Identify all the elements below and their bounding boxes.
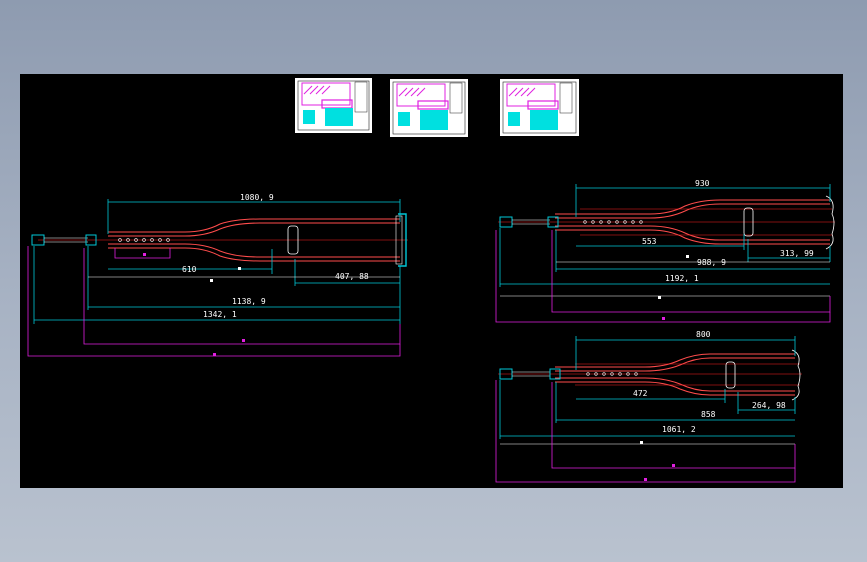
dim-label-right-br: 264, 98 xyxy=(752,401,786,410)
cad-drawing-canvas: 1080, 9 610 407, 88 1138, 9 1342, 1 xyxy=(20,74,843,488)
drawing-thumbnail-3[interactable] xyxy=(500,79,579,136)
dim-label-top-tr: 930 xyxy=(695,179,710,188)
magenta-extents-left xyxy=(27,246,401,357)
dim-label-mid-left: 1138, 9 xyxy=(232,297,266,306)
drawing-thumbnail-2[interactable] xyxy=(390,79,468,137)
dim-label-total-left: 1342, 1 xyxy=(203,310,237,319)
crutch-drawing-top-right xyxy=(498,195,835,250)
dim-label-total-br: 1061, 2 xyxy=(662,425,696,434)
dim-label-top-br: 800 xyxy=(696,330,711,339)
dim-label-472: 472 xyxy=(633,389,648,398)
dim-label-mid-tr: 988, 9 xyxy=(697,258,726,267)
magenta-extents-top-right xyxy=(495,230,831,323)
dimensions-top-right xyxy=(499,184,831,287)
drawing-thumbnail-1[interactable] xyxy=(295,78,372,133)
crutch-drawing-bottom-right xyxy=(498,349,802,401)
dim-label-right-left: 407, 88 xyxy=(335,272,369,281)
dim-label-top-left: 1080, 9 xyxy=(240,193,274,202)
dim-label-right-tr: 313, 99 xyxy=(780,249,814,258)
dim-label-553: 553 xyxy=(642,237,657,246)
magenta-extents-bottom-right xyxy=(495,380,796,483)
dim-label-total-tr: 1192, 1 xyxy=(665,274,699,283)
dim-label-610: 610 xyxy=(182,265,197,274)
dimensions-left xyxy=(33,199,401,324)
dimensions-bottom-right xyxy=(499,336,796,439)
dim-label-mid-br: 858 xyxy=(701,410,716,419)
crutch-drawing-left xyxy=(31,213,408,267)
